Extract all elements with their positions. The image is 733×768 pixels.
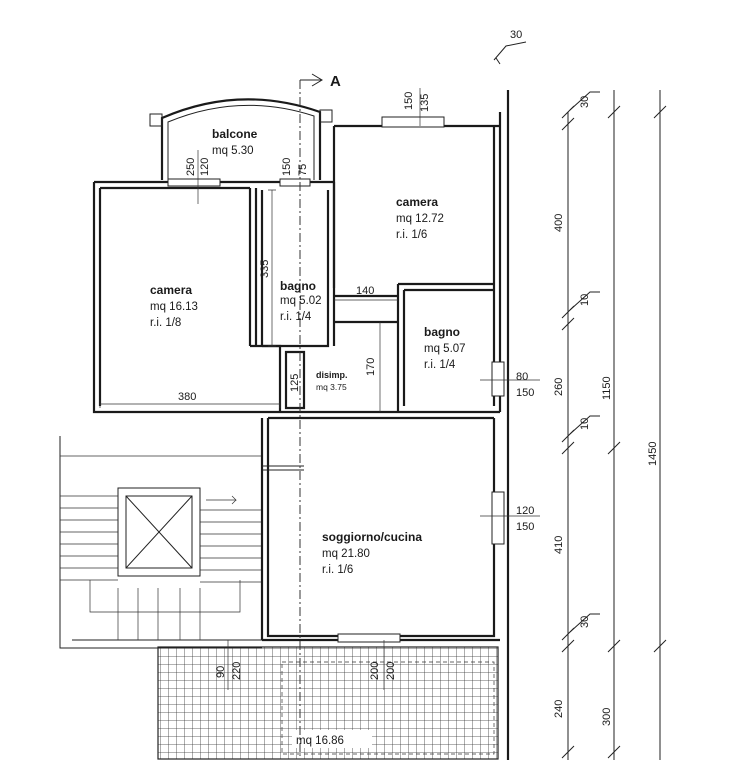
camera-right-ri: r.i. 1/6 [396,229,427,241]
bagno-left-area: mq 5.02 [280,295,322,307]
dim-t-200b: 200 [385,662,397,680]
soggiorno-ri: r.i. 1/6 [322,564,353,576]
bagno-right-ri: r.i. 1/4 [424,359,456,371]
balcony [149,98,333,180]
bagno-right-name: bagno [424,325,460,339]
camera-right-name: camera [396,195,438,209]
disimp-area: mq 3.75 [316,382,347,392]
dim-170: 170 [365,358,377,376]
dim-c-10b: 10 [579,418,591,430]
bagno-right-area: mq 5.07 [424,343,466,355]
room-labels: balcone mq 5.30 camera mq 16.13 r.i. 1/8… [150,127,466,576]
dim-c-410: 410 [553,536,565,554]
dim-win-150-b: 150 [281,158,293,176]
dim-c-260: 260 [553,378,565,396]
dim-t-200a: 200 [369,662,381,680]
dim-c-1450: 1450 [647,442,659,466]
section-line: A [299,73,341,756]
dim-win-120-top: 120 [199,158,211,176]
dim-c-300: 300 [601,708,613,726]
balcone-name: balcone [212,127,258,141]
dim-c-400: 400 [553,214,565,232]
dim-c-10a: 10 [579,294,591,306]
camera-left-area: mq 16.13 [150,301,198,313]
dim-top-30: 30 [510,29,522,41]
soggiorno-area: mq 21.80 [322,548,370,560]
dim-125: 125 [289,374,301,392]
dim-win-150-r2: 150 [516,521,534,533]
dim-t-220: 220 [231,662,243,680]
staircase [59,436,262,649]
dim-win-135: 135 [419,94,431,112]
camera-right-area: mq 12.72 [396,213,444,225]
dim-win-80: 80 [516,371,528,383]
camera-left-name: camera [150,283,192,297]
bagno-left-ri: r.i. 1/4 [280,311,312,323]
dim-140: 140 [356,285,374,297]
dim-win-250: 250 [185,158,197,176]
dim-c-240: 240 [553,700,565,718]
dim-win-150-r1: 150 [516,387,534,399]
terrace-area: mq 16.86 [296,735,344,747]
dim-c-1150: 1150 [601,376,613,400]
exterior-dimensions: 30 400 10 260 10 410 30 240 1150 1450 30… [553,90,667,760]
balcone-area: mq 5.30 [212,145,254,157]
disimp-name: disimp. [316,370,348,380]
section-label: A [330,73,341,90]
interior-dimensions: 150 135 250 120 150 75 335 140 380 125 1… [99,88,540,690]
dim-335: 335 [259,260,271,278]
camera-left-ri: r.i. 1/8 [150,317,181,329]
bagno-left-name: bagno [280,279,316,293]
top-marker: 30 [493,29,527,65]
dim-win-120-r: 120 [516,505,534,517]
dim-win-75: 75 [297,164,309,176]
windows [167,116,505,643]
dim-t-90: 90 [215,666,227,678]
soggiorno-name: soggiorno/cucina [322,530,422,544]
dim-c-30a: 30 [579,96,591,108]
dim-c-30b: 30 [579,616,591,628]
terrace: mq 16.86 [157,646,499,760]
dim-win-150-top: 150 [403,92,415,110]
dim-380: 380 [178,391,196,403]
